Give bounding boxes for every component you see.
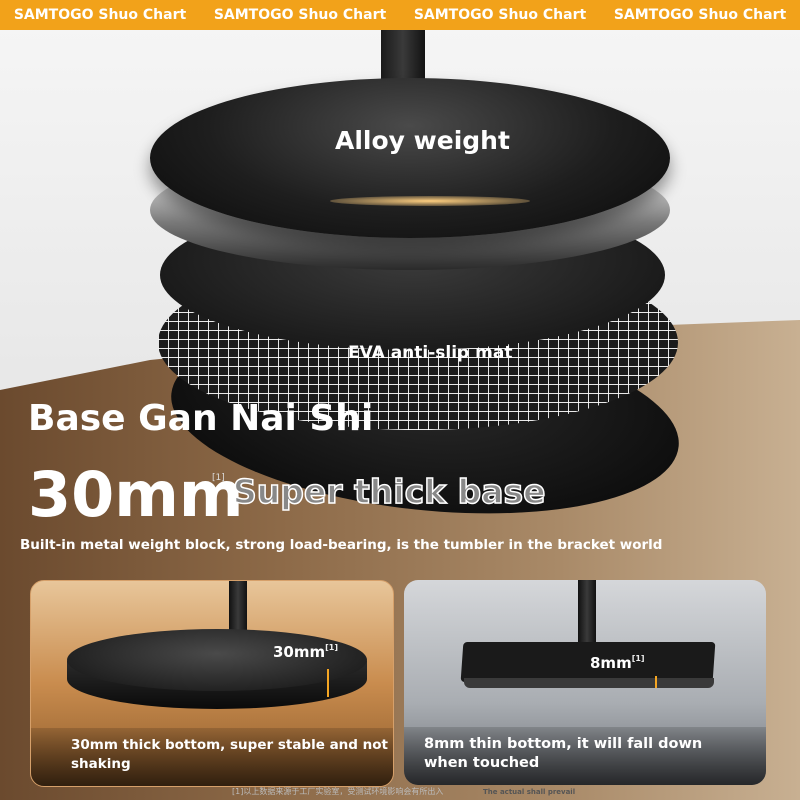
comparison-panel-thick: 30mm[1] 30mm thick bottom, super stable …: [30, 580, 394, 787]
alloy-weight-disc: [150, 78, 670, 238]
headline: Base Gan Nai Shi: [28, 398, 374, 439]
thin-caption: 8mm thin bottom, it will fall down when …: [424, 736, 703, 771]
comparison-panel-thin: 8mm[1] 8mm thin bottom, it will fall dow…: [404, 580, 766, 785]
rim-glow: [330, 196, 530, 206]
banner-text: SAMTOGO Shuo Chart: [613, 7, 787, 23]
thick-caption: 30mm thick bottom, super stable and not …: [71, 737, 388, 772]
thin-base-top: [460, 642, 716, 682]
thickness-value: 30mm: [28, 458, 244, 531]
footnote: [1]以上数据来源于工厂实验室，受测试环境影响会有所出入: [232, 787, 444, 796]
thin-measure-value: 8mm: [590, 654, 632, 672]
banner-text: SAMTOGO Shuo Chart: [13, 7, 187, 23]
thin-measure: 8mm[1]: [590, 654, 645, 672]
thick-measure-value: 30mm: [273, 643, 326, 661]
panel-caption-bar: [31, 728, 393, 786]
thick-measure-footnote: [1]: [325, 643, 339, 652]
thin-measure-arrow: [655, 676, 657, 688]
thin-base-edge: [464, 678, 714, 688]
banner-text: SAMTOGO Shuo Chart: [413, 7, 587, 23]
thickness-footnote-mark: [1]: [212, 473, 225, 483]
panel-caption-bar: [404, 727, 766, 785]
top-banner: SAMTOGO Shuo Chart SAMTOGO Shuo Chart SA…: [0, 0, 800, 30]
thickness-label: Super thick base: [232, 471, 546, 512]
thick-base-top: [67, 629, 367, 691]
thick-measure-arrow: [327, 669, 329, 697]
thin-measure-footnote: [1]: [631, 654, 645, 663]
thick-measure: 30mm[1]: [273, 643, 338, 661]
panel-pole: [578, 580, 596, 646]
alloy-weight-label: Alloy weight: [335, 126, 510, 155]
footnote-english: The actual shall prevail: [483, 788, 576, 796]
panel-pole: [229, 581, 247, 639]
banner-text: SAMTOGO Shuo Chart: [213, 7, 387, 23]
eva-mat-label: EVA anti-slip mat: [348, 343, 513, 363]
feature-caption: Built-in metal weight block, strong load…: [20, 537, 663, 553]
